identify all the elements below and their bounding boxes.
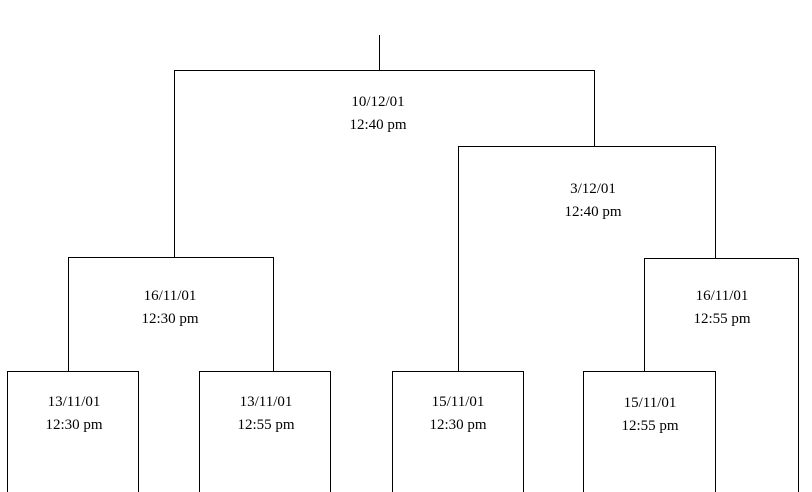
right-left-branch-line: [458, 146, 459, 371]
leaf-descender-line: [330, 371, 331, 492]
left-left-branch-line: [68, 257, 69, 371]
node-date: 3/12/01: [570, 181, 616, 197]
node-label-right: 3/12/01 12:40 pm: [538, 178, 648, 224]
right-branch-line: [594, 70, 595, 146]
right-right-right-branch-line: [798, 258, 799, 492]
node-label-right-right-left: 15/11/01 12:55 pm: [595, 392, 705, 438]
node-time: 12:55 pm: [621, 418, 679, 434]
right-right-branch-line: [715, 146, 716, 258]
leaf-descender-line: [138, 371, 139, 492]
left-bracket-line: [68, 257, 274, 258]
node-date: 13/11/01: [239, 394, 293, 410]
node-label-root: 10/12/01 12:40 pm: [323, 91, 433, 137]
node-time: 12:30 pm: [141, 311, 199, 327]
node-label-left-right: 13/11/01 12:55 pm: [211, 391, 321, 437]
left-right-bracket-line: [199, 371, 331, 372]
node-time: 12:55 pm: [237, 417, 295, 433]
root-bracket-line: [174, 70, 595, 71]
right-right-bracket-line: [644, 258, 799, 259]
node-date: 16/11/01: [695, 288, 749, 304]
right-right-left-branch-line: [644, 258, 645, 371]
leaf-descender-line: [7, 371, 8, 492]
right-bracket-line: [458, 146, 716, 147]
node-label-right-right: 16/11/01 12:55 pm: [667, 285, 777, 331]
right-right-left-bracket-line: [583, 371, 716, 372]
node-time: 12:40 pm: [349, 117, 407, 133]
node-date: 13/11/01: [47, 394, 101, 410]
leaf-descender-line: [715, 371, 716, 492]
node-time: 12:55 pm: [693, 311, 751, 327]
node-time: 12:40 pm: [564, 204, 622, 220]
node-date: 16/11/01: [143, 288, 197, 304]
node-date: 15/11/01: [431, 394, 485, 410]
node-label-right-left: 15/11/01 12:30 pm: [403, 391, 513, 437]
leaf-descender-line: [199, 371, 200, 492]
node-date: 15/11/01: [623, 395, 677, 411]
leaf-descender-line: [583, 371, 584, 492]
leaf-descender-line: [392, 371, 393, 492]
node-time: 12:30 pm: [429, 417, 487, 433]
node-label-left-left: 13/11/01 12:30 pm: [19, 391, 129, 437]
left-branch-line: [174, 70, 175, 257]
left-right-branch-line: [273, 257, 274, 371]
node-label-left: 16/11/01 12:30 pm: [115, 285, 225, 331]
leaf-descender-line: [523, 371, 524, 492]
left-left-bracket-line: [7, 371, 139, 372]
right-left-bracket-line: [392, 371, 524, 372]
node-time: 12:30 pm: [45, 417, 103, 433]
node-date: 10/12/01: [351, 94, 405, 110]
root-stem-line: [379, 35, 380, 71]
